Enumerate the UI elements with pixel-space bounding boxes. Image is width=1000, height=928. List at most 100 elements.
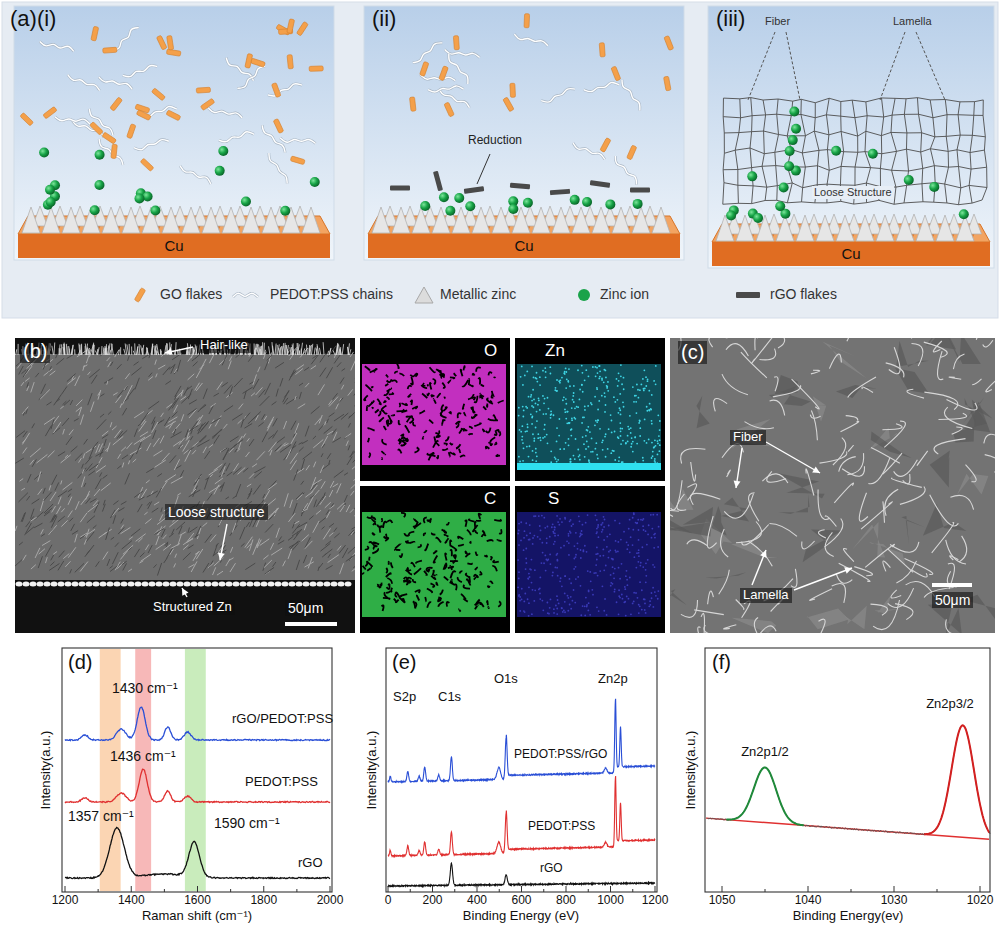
sem-texture: [220, 463, 226, 473]
sem-texture: [355, 373, 356, 379]
map-pattern: [464, 412, 466, 416]
sem-texture: [348, 546, 355, 554]
sem-texture: [49, 485, 51, 490]
mesh-fiber: [738, 168, 752, 170]
sem-texture: [117, 364, 122, 369]
pedot-chain-edge: [208, 108, 242, 118]
mesh-fiber: [867, 200, 879, 202]
sem-texture: [168, 400, 176, 411]
go-flake: [103, 47, 117, 53]
sem-texture: [156, 536, 159, 545]
mesh-fiber: [778, 99, 793, 101]
hair-fuzz: [64, 347, 65, 355]
leader-line: [477, 154, 490, 184]
sem-texture: [68, 489, 72, 492]
mesh-fiber: [970, 150, 984, 152]
zinc-bead: [114, 582, 121, 587]
sem-texture: [319, 518, 326, 523]
sem-texture: [95, 479, 101, 490]
sem-texture: [311, 366, 316, 370]
sem-texture: [354, 471, 355, 481]
sem-texture: [255, 415, 258, 420]
sem-texture: [131, 529, 140, 536]
axis-tick: [388, 886, 389, 892]
go-flake: [43, 106, 57, 118]
mesh-fiber: [818, 150, 819, 165]
zinc-ion: [582, 197, 592, 207]
mesh-fiber: [752, 114, 765, 116]
zinc-bead: [268, 582, 275, 587]
zinc-ion: [523, 198, 533, 208]
mesh-fiber: [841, 166, 855, 168]
mesh-fiber: [805, 131, 814, 136]
pedot-chain-edge: [514, 34, 547, 46]
go-flake: [287, 19, 295, 34]
sem-texture: [233, 463, 238, 471]
sem-texture: [304, 537, 310, 549]
xps-spectrum: [388, 776, 655, 856]
hair-fuzz: [157, 350, 159, 355]
go-flake: [91, 26, 99, 41]
sem-texture: [80, 562, 88, 572]
map-pattern: [431, 395, 434, 397]
substrate-label: Cu: [514, 237, 533, 254]
mesh-fiber: [896, 185, 907, 187]
sem-texture: [249, 473, 254, 478]
hair-fuzz: [310, 345, 312, 355]
sem-texture: [101, 483, 111, 491]
sem-texture: [56, 399, 60, 402]
mesh-fiber: [787, 201, 801, 203]
map-pattern: [387, 388, 392, 391]
hair-fuzz: [59, 348, 60, 355]
sem-texture: [299, 392, 301, 399]
mesh-fiber: [826, 115, 840, 116]
sem-texture: [279, 536, 282, 540]
sem-texture: [169, 455, 176, 463]
map-pattern: [448, 380, 451, 383]
sem-texture: [319, 423, 325, 430]
sem-texture: [50, 562, 54, 566]
sem-texture: [84, 483, 86, 487]
map-pattern: [408, 394, 411, 397]
map-pattern: [469, 427, 473, 429]
sem-texture: [72, 531, 78, 535]
sem-texture: [34, 523, 42, 528]
sem-texture: [163, 367, 170, 375]
zinc-grain: [392, 207, 410, 233]
sem-texture: [243, 468, 248, 472]
map-pattern: [441, 374, 444, 378]
zinc-ion: [785, 146, 795, 156]
axis-tick: [477, 886, 478, 892]
sem-texture: [96, 466, 106, 473]
sem-texture: [260, 396, 270, 406]
sem-texture: [47, 402, 52, 405]
mesh-fiber: [855, 152, 858, 167]
map-pattern: [469, 385, 473, 387]
sem-texture: [166, 421, 176, 427]
mesh-fiber: [815, 98, 829, 102]
sem-texture: [148, 377, 153, 381]
sem-texture: [353, 565, 355, 567]
sem-texture: [245, 537, 253, 548]
zinc-bead: [30, 582, 37, 587]
pedot-chain: [280, 138, 315, 143]
mesh-fiber: [970, 135, 972, 152]
sem-texture: [337, 546, 341, 551]
map-pattern: [494, 432, 497, 435]
mesh-fiber: [829, 98, 841, 101]
mesh-fiber: [945, 100, 947, 115]
sem-texture: [314, 500, 317, 508]
sem-texture: [45, 425, 51, 436]
pedot-chain-edge: [99, 77, 132, 89]
sem-texture: [355, 395, 356, 407]
map-pattern: [419, 411, 425, 414]
zinc-ion: [959, 209, 969, 219]
map-pattern: [437, 435, 441, 437]
sem-texture: [149, 373, 152, 377]
sem-texture: [329, 397, 338, 407]
map-region: [362, 364, 506, 465]
zinc-bead: [226, 582, 233, 587]
mesh-fiber: [922, 133, 935, 137]
mesh-fiber: [957, 135, 960, 150]
sem-texture: [86, 491, 90, 500]
